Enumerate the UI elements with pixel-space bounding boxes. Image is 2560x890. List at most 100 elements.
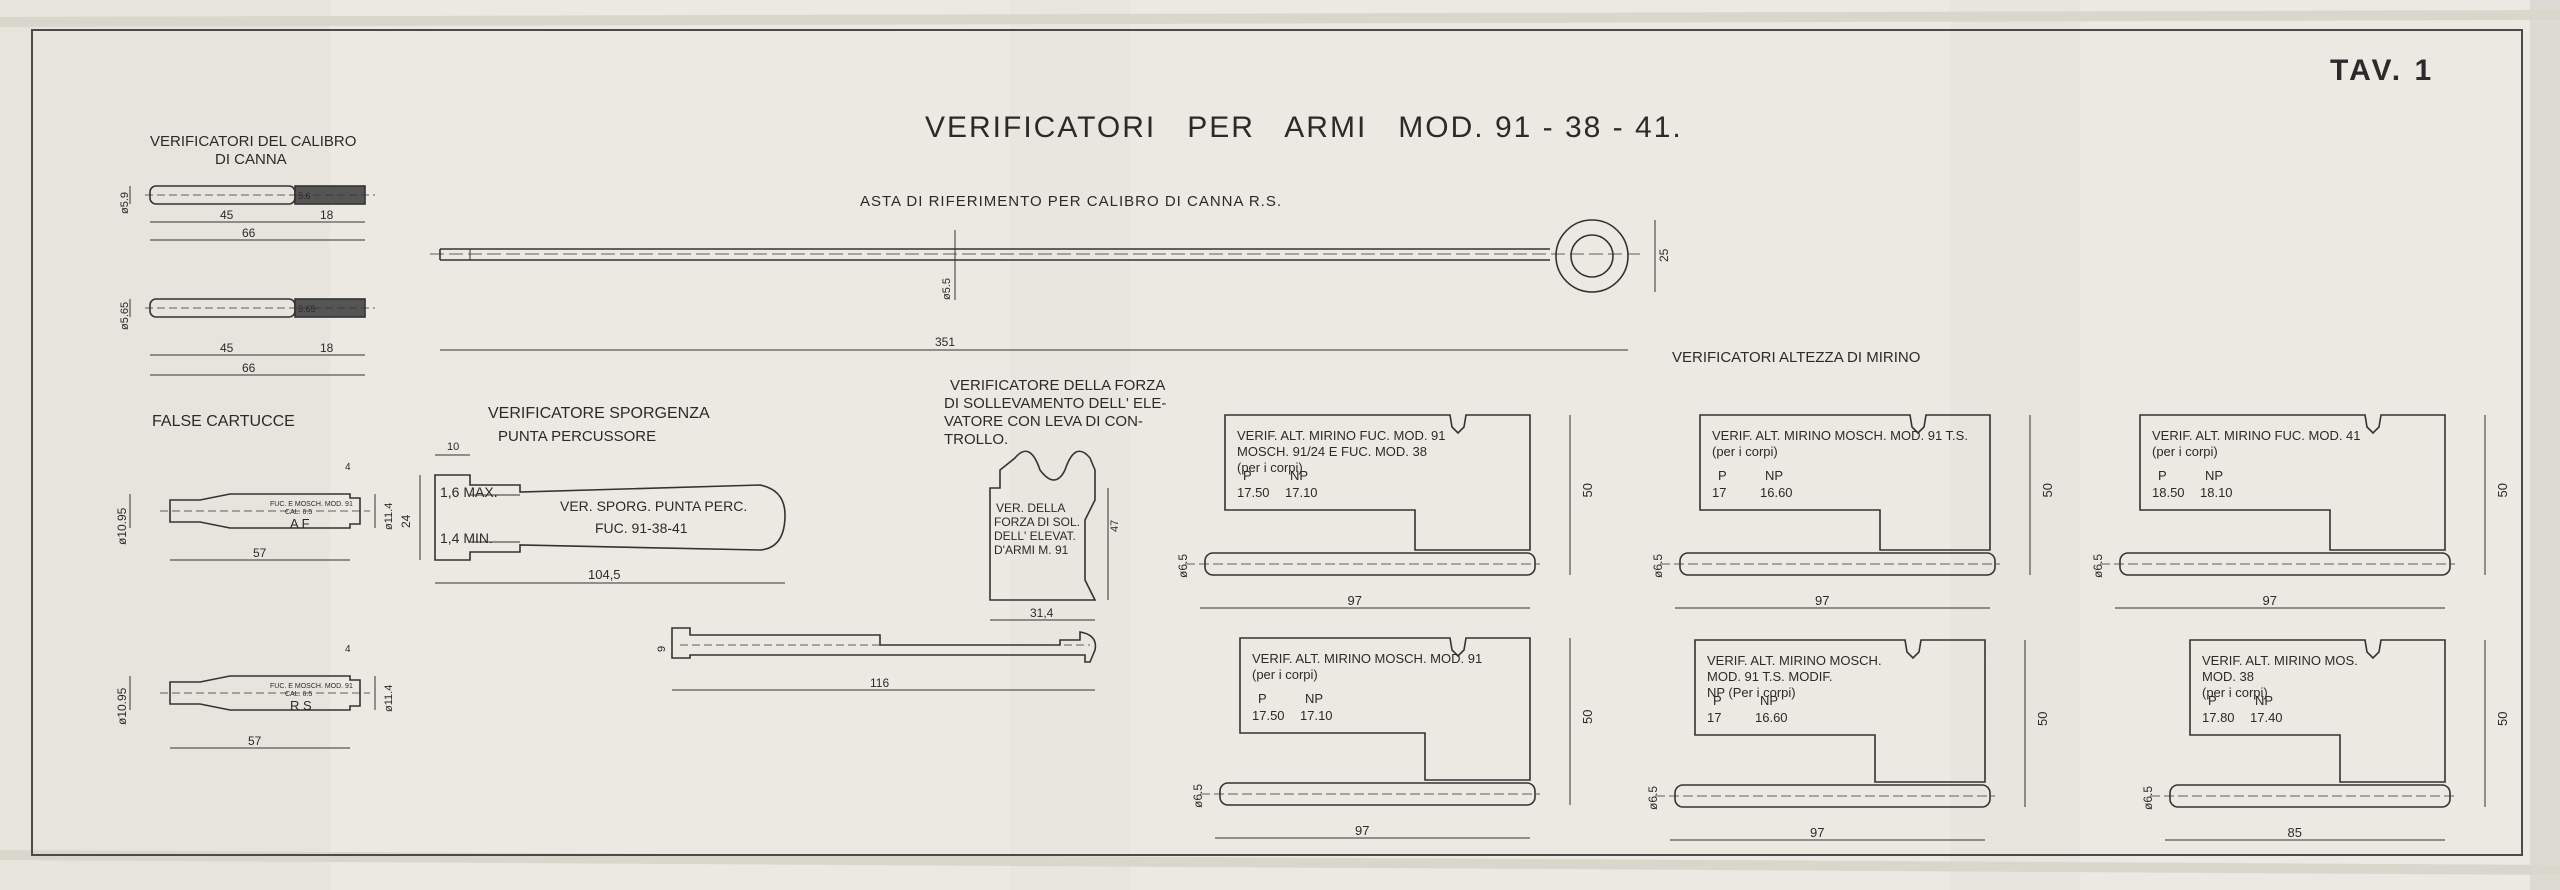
sight-gauge-np-label: NP (1760, 693, 1778, 708)
af-mark-2: CAL. 6.5 (285, 509, 312, 516)
sight-gauge-height: 50 (2040, 483, 2055, 497)
barrel-gauge-1 (129, 185, 375, 241)
sight-gauge-label: VERIF. ALT. MIRINO FUC. MOD. 41 (2152, 428, 2361, 443)
sight-gauge-label: (per i corpi) (1237, 460, 1303, 475)
section-barrel-gauges: VERIFICATORI DEL CALIBRO (150, 133, 356, 150)
fp-len: 104,5 (588, 567, 621, 582)
sight-gauge-np-value: 18.10 (2200, 485, 2233, 500)
sight-gauge-width: 97 (1810, 825, 1824, 840)
rod-len: 351 (935, 335, 955, 349)
bg1-len-b: 18 (320, 208, 334, 222)
fp-label-1: VER. SPORG. PUNTA PERC. (560, 498, 747, 514)
sight-gauge-label: (per i corpi) (1252, 667, 1318, 682)
sight-gauge-body (2139, 414, 2446, 551)
sight-gauge-label: MOD. 38 (2202, 669, 2254, 684)
sight-gauge-height: 50 (2495, 712, 2510, 726)
rs-len: 57 (248, 734, 262, 748)
section-false-cartridges: FALSE CARTUCCE (152, 413, 295, 430)
sheet-border (31, 29, 2523, 856)
lever-height: 47 (1109, 520, 1121, 532)
sight-gauge-height: 50 (2035, 712, 2050, 726)
sight-gauge-label: VERIF. ALT. MIRINO MOSCH. MOD. 91 (1252, 651, 1482, 666)
af-dim-top: 4 (345, 462, 351, 473)
sight-gauge-width: 97 (1355, 823, 1369, 838)
sight-gauge-np-value: 17.40 (2250, 710, 2283, 725)
sight-gauge-p-label: P (2158, 468, 2167, 483)
firing-pin-gauge (419, 454, 786, 584)
bg2-total: 66 (242, 361, 256, 375)
false-cartridge-af (129, 493, 376, 561)
lever-label-2: FORZA DI SOL. (994, 515, 1080, 529)
bg2-mark: 5.65 (298, 304, 316, 314)
af-mark-1: FUC. E MOSCH. MOD. 91 (270, 501, 353, 508)
sight-gauge-p-label: P (1258, 691, 1267, 706)
sight-gauge-body (1224, 414, 1531, 551)
rs-mark-2: CAL. 6.5 (285, 691, 312, 698)
section-sight-height: VERIFICATORI ALTEZZA DI MIRINO (1672, 349, 1920, 366)
sight-gauge-body (1699, 414, 1991, 551)
lever-label-1: VER. DELLA (996, 501, 1065, 515)
rs-dia-r: ø11.4 (383, 685, 395, 712)
sight-gauge-label: MOD. 91 T.S. MODIF. (1707, 669, 1832, 684)
sight-gauge-height: 50 (2495, 483, 2510, 497)
lever-label-4: D'ARMI M. 91 (994, 543, 1069, 557)
fp-min: 1,4 MIN. (440, 530, 493, 546)
sight-gauge-p-value: 17.50 (1252, 708, 1285, 723)
sight-gauge-np-label: NP (1305, 691, 1323, 706)
sight-gauge-label: VERIF. ALT. MIRINO MOS. (2202, 653, 2358, 668)
sight-gauge-p-value: 17 (1712, 485, 1726, 500)
sight-gauge-width: 97 (1348, 593, 1362, 608)
sight-gauge-diameter: ø6.5 (1646, 786, 1660, 810)
section-lever-4: TROLLO. (944, 431, 1008, 448)
section-lever-3: VATORE CON LEVA DI CON- (944, 413, 1143, 430)
sight-gauge-label: (per i corpi) (2152, 444, 2218, 459)
sight-gauge-p-label: P (1718, 468, 1727, 483)
af-code: A F (290, 516, 310, 531)
sight-gauge-np-value: 17.10 (1300, 708, 1333, 723)
section-barrel-gauges-2: DI CANNA (215, 151, 287, 168)
rod-dia: ø5.5 (941, 278, 953, 300)
lever-width: 31,4 (1030, 606, 1054, 620)
sight-gauge-label: (per i corpi) (2202, 685, 2268, 700)
section-firing-pin: VERIFICATORE SPORGENZA (488, 405, 710, 422)
barrel-gauge-2 (129, 298, 375, 376)
sight-gauge-p-label: P (1243, 468, 1252, 483)
sight-gauge-width: 97 (1815, 593, 1829, 608)
sheet-title: VERIFICATORI PER ARMI MOD. 91 - 38 - 41. (925, 111, 1683, 144)
sight-gauge-np-label: NP (2205, 468, 2223, 483)
sight-gauge-np-value: 16.60 (1760, 485, 1793, 500)
bg1-total: 66 (242, 226, 256, 240)
false-cartridge-rs (129, 675, 376, 749)
rod-ring: 25 (1657, 248, 1671, 262)
sight-gauge-np-label: NP (1765, 468, 1783, 483)
bg2-len-b: 18 (320, 341, 334, 355)
sight-gauge-p-value: 17 (1707, 710, 1721, 725)
sight-gauge-label: (per i corpi) (1712, 444, 1778, 459)
af-dia: ø10.95 (115, 507, 129, 545)
sight-gauge-label: NP (Per i corpi) (1707, 685, 1796, 700)
sight-gauge-width: 97 (2263, 593, 2277, 608)
bg1-len-a: 45 (220, 208, 234, 222)
sight-gauge-label: VERIF. ALT. MIRINO FUC. MOD. 91 (1237, 428, 1446, 443)
sight-gauge-np-label: NP (2255, 693, 2273, 708)
section-firing-pin-2: PUNTA PERCUSSORE (498, 428, 656, 445)
sight-gauge-diameter: ø6.5 (1176, 554, 1190, 578)
sight-gauge-height: 50 (1580, 483, 1595, 497)
sight-gauge-diameter: ø6.5 (2141, 786, 2155, 810)
sight-gauge-body (2189, 639, 2446, 783)
bg2-dia: ø5.65 (119, 302, 131, 330)
fp-label-2: FUC. 91-38-41 (595, 520, 688, 536)
rs-dia: ø10.95 (115, 687, 129, 725)
lever-force-gauge (671, 450, 1109, 691)
sight-gauge-label: VERIF. ALT. MIRINO MOSCH. (1707, 653, 1882, 668)
reference-rod (430, 219, 1656, 351)
sight-gauge-height: 50 (1580, 710, 1595, 724)
sight-gauge-width: 85 (2288, 825, 2302, 840)
fp-max: 1,6 MAX. (440, 484, 498, 500)
sight-gauge-p-label: P (2208, 693, 2217, 708)
sight-gauge-diameter: ø6.5 (1191, 784, 1205, 808)
sight-gauge-np-value: 16.60 (1755, 710, 1788, 725)
section-lever-2: DI SOLLEVAMENTO DELL' ELE- (944, 395, 1166, 412)
rs-dim-top: 4 (345, 644, 351, 655)
sight-gauge-np-label: NP (1290, 468, 1308, 483)
